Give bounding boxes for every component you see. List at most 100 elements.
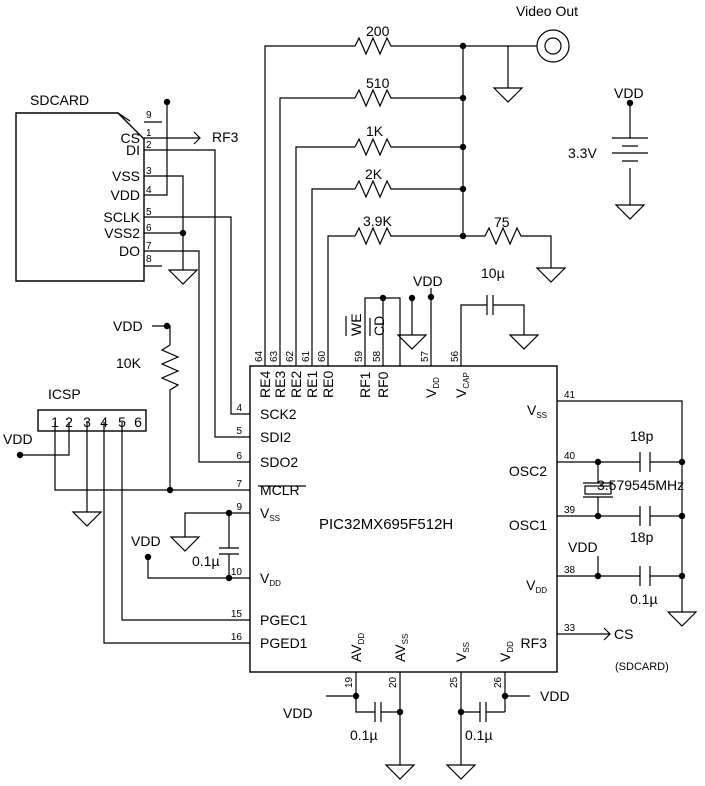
label-510: 510 [366, 75, 390, 91]
junction-dot [459, 143, 467, 151]
vdd-label-avdd: VDD [283, 705, 313, 721]
junction-dot [163, 98, 171, 106]
vdd-labels: VDD VDD VDD VDD VDD VDD VDD VDD [3, 85, 644, 721]
chip-pin-num-16: 16 [231, 632, 243, 643]
vdd-label-icsp: VDD [3, 431, 33, 447]
label-200: 200 [366, 23, 390, 39]
label-video-out: Video Out [516, 3, 578, 19]
label-we: WE [348, 313, 364, 336]
sd-pin-label-2: DI [126, 142, 140, 158]
label-cs-note: (SDCARD) [615, 661, 669, 673]
junction-dot [501, 692, 509, 700]
resistor-510 [354, 88, 395, 108]
junction-dot [459, 94, 467, 102]
chip-pin-label-6: SDO2 [260, 454, 298, 470]
label-cd: CD [371, 316, 387, 336]
junction-dot [459, 185, 467, 193]
resistor-3k9 [354, 226, 395, 246]
chip-pin-num-41: 41 [564, 390, 576, 401]
junction-dot [626, 99, 634, 107]
chip-pin-label-60: RE0 [320, 371, 336, 398]
label-75: 75 [494, 214, 510, 230]
chip-pin-num-39: 39 [564, 505, 576, 516]
chip-pin-label-9: VSS [260, 505, 280, 523]
chip-pin-num-9: 9 [236, 502, 242, 513]
chip-pin-label-56: VCAP [453, 372, 471, 398]
chip-pin-label-25: VSS [453, 642, 471, 662]
label-10k: 10K [116, 355, 142, 371]
ground-symbols [71, 87, 698, 780]
chip-pin-label-40: OSC2 [509, 463, 547, 479]
chip-pin-label-63: RE3 [272, 371, 288, 398]
crystal-body [584, 485, 612, 495]
chip-pin-num-38: 38 [564, 565, 576, 576]
resistor-75 [484, 226, 523, 246]
cs-arrow [144, 131, 201, 145]
chip-pin-num-15: 15 [231, 609, 243, 620]
sd-pin-label-4: VDD [110, 187, 140, 203]
chip-pin-num-61: 61 [301, 350, 312, 362]
resistors: 200 510 1K 2K 3.9K 75 10K [116, 23, 523, 395]
chip-pin-num-6: 6 [236, 451, 242, 462]
chip-pin-label-5: SDI2 [260, 429, 291, 445]
junction-dot [144, 553, 152, 561]
junction-dot [379, 294, 387, 302]
chip-pin-num-19: 19 [344, 676, 355, 688]
ground-symbol [169, 536, 201, 552]
junction-dots [16, 42, 686, 716]
chip-pin-num-62: 62 [285, 350, 296, 362]
resistor-200 [354, 36, 395, 56]
wires [20, 45, 683, 765]
chip-pin-num-33: 33 [564, 623, 576, 634]
chip-pin-num-4: 4 [236, 403, 242, 414]
chip-pin-num-10: 10 [231, 567, 243, 578]
chip-pin-num-40: 40 [564, 451, 576, 462]
ground-symbol [614, 204, 646, 220]
chip-pin-num-20: 20 [388, 676, 399, 688]
chip-pin-label-26: VDD [497, 641, 515, 662]
ground-symbol [71, 511, 103, 527]
chip-pin-label-61: RE1 [304, 371, 320, 398]
capacitor-vcap [486, 295, 494, 315]
capacitor-osc1 [639, 506, 651, 526]
chip-pin-num-7: 7 [236, 479, 242, 490]
sdcard-title: SDCARD [30, 92, 89, 108]
vdd-label-supply: VDD [614, 85, 644, 101]
crystal: 3.579545MHz [583, 477, 684, 498]
junction-dot [678, 458, 686, 466]
label-3k9: 3.9K [363, 213, 392, 229]
vdd-label-pin10: VDD [131, 533, 161, 549]
sdcard-cs-net: RF3 [212, 129, 239, 145]
chip-pin-label-7: MCLR [260, 482, 300, 498]
chip-pin-num-25: 25 [449, 676, 460, 688]
sd-pin-num-9: 9 [146, 110, 152, 121]
chip-pin-num-58: 58 [372, 350, 383, 362]
ground-symbol [445, 764, 477, 780]
resistor-10k [160, 344, 180, 395]
sdcard-body [15, 112, 145, 282]
label-2k: 2K [365, 166, 383, 182]
video-out-jack: Video Out [516, 3, 578, 63]
junction-dot [396, 708, 404, 716]
chip-pin-num-60: 60 [317, 350, 328, 362]
ground-symbol [492, 87, 524, 103]
chip-pin-label-64: RE4 [257, 371, 273, 398]
vdd-label-pin26: VDD [540, 688, 570, 704]
junction-dot [352, 692, 360, 700]
chip-name: PIC32MX695F512H [319, 516, 453, 533]
ground-symbol [167, 269, 199, 285]
sd-pin-num-3: 3 [146, 166, 152, 177]
chip-pin-label-59: RF1 [357, 371, 373, 398]
icsp-body [37, 409, 147, 432]
chip-pin-label-10: VDD [260, 570, 281, 588]
chip-pin-num-5: 5 [236, 426, 242, 437]
capacitor-pin10 [219, 547, 239, 555]
chip-pin-num-26: 26 [493, 676, 504, 688]
resistor-1k [354, 137, 395, 157]
sd-pin-label-1: CS [121, 130, 140, 146]
chip-pin-label-38: VDD [526, 577, 547, 595]
